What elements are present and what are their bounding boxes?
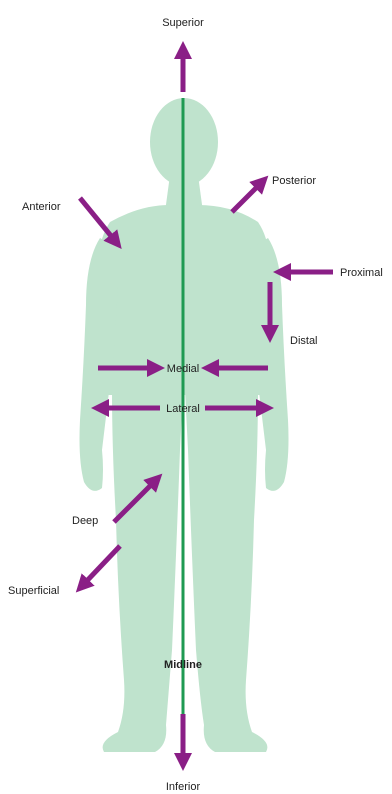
label-distal: Distal [290,335,318,347]
label-midline: Midline [164,659,202,671]
label-posterior: Posterior [272,175,316,187]
left-leg [103,390,183,752]
label-anterior: Anterior [22,201,61,213]
label-superficial: Superficial [8,585,59,597]
superficial-arrow [82,546,120,586]
label-deep: Deep [72,515,98,527]
posterior-arrow [232,182,262,212]
label-superior: Superior [162,17,204,29]
label-proximal: Proximal [340,267,383,279]
label-lateral: Lateral [166,403,200,415]
label-inferior: Inferior [166,781,201,793]
label-medial: Medial [167,363,199,375]
anterior-arrow [80,198,116,242]
right-leg [185,390,267,752]
